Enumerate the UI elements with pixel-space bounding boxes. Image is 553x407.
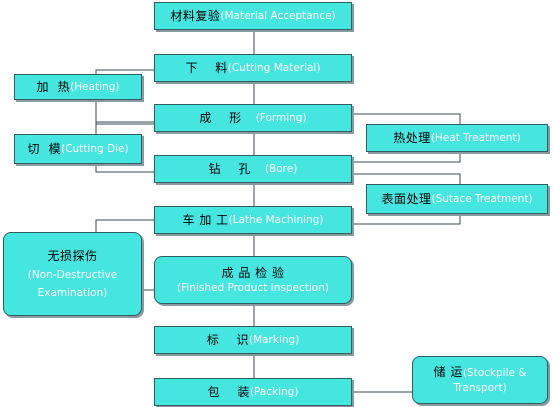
side-en-label: (Cutting Die) xyxy=(61,142,129,155)
step-cn-label: 钻 孔 xyxy=(208,161,251,176)
step-lathe: 车 加 工(Lathe Machining) xyxy=(154,206,352,234)
step-en-label: (Packing) xyxy=(249,385,299,398)
step-cutting: 下 料(Cutting Material) xyxy=(154,54,352,82)
side-cn-label: 无损探伤 xyxy=(47,248,98,263)
step-en-label: (Forming) xyxy=(255,111,307,124)
step-forming: 成 形 (Forming) xyxy=(154,104,352,132)
cutting-die-connector xyxy=(95,121,154,134)
side-cn-label: 加 热 xyxy=(36,79,71,94)
side-en-label: Examination) xyxy=(37,287,108,300)
step-drilling: 钻 孔 (Bore) xyxy=(154,155,352,183)
step-final-inspection: 成 品 检 验 (Finished Product Inspection) xyxy=(154,256,352,304)
side-en-label: (Non-Destructive xyxy=(27,268,118,281)
step-cn-label: 下 料 xyxy=(185,60,228,75)
step-cn-label: 成 品 检 验 xyxy=(221,265,285,280)
side-cn-label: 储 运 xyxy=(433,365,463,380)
heat-treatment-connector xyxy=(352,113,461,124)
step-en-label: (Material Acceptance) xyxy=(220,9,336,22)
side-cn-label: 切 模 xyxy=(27,141,62,156)
step-en-label: (Cutting Material) xyxy=(227,61,321,74)
side-en-label: (Stockpile & xyxy=(462,367,527,380)
surface-treatment-connector xyxy=(352,173,461,184)
heating-connector xyxy=(95,69,154,74)
step-cn-label: 包 装 xyxy=(207,384,250,399)
side-cutting-die: 切 模(Cutting Die) xyxy=(14,134,142,164)
side-en-label: (Heating) xyxy=(70,80,120,93)
step-en-label: (Finished Product Inspection) xyxy=(177,282,329,294)
side-en-label: Transport) xyxy=(453,382,507,395)
step-en-label: (Lathe Machining) xyxy=(228,213,324,226)
ndt-connector xyxy=(95,219,154,232)
step-material-inspection: 材料复验(Material Acceptance) xyxy=(154,2,352,30)
step-cn-label: 标 识 xyxy=(206,332,249,347)
side-surface-treatment: 表面处理(Sutace Treatment) xyxy=(366,184,548,214)
side-storage: 储 运(Stockpile & Transport) xyxy=(412,356,548,404)
side-en-label: (Sutace Treatment) xyxy=(431,192,533,205)
side-cn-label: 热处理 xyxy=(393,130,431,145)
side-storage-line1: 储 运(Stockpile & xyxy=(434,364,527,381)
side-en-label: (Heat Treatment) xyxy=(430,131,521,144)
step-marking: 标 识(Marking) xyxy=(154,326,352,354)
step-en-label: (Bore) xyxy=(264,162,298,175)
side-heat-treatment: 热处理(Heat Treatment) xyxy=(366,124,548,152)
side-heating: 加 热(Heating) xyxy=(14,74,142,100)
side-cn-label: 表面处理 xyxy=(381,191,432,206)
step-cn-label: 材料复验 xyxy=(170,8,221,23)
side-ndt: 无损探伤 (Non-Destructive Examination) xyxy=(3,232,142,316)
step-packing: 包 装(Packing) xyxy=(154,378,352,406)
step-cn-label: 成 形 xyxy=(199,110,242,125)
step-en-label: (Marking) xyxy=(248,333,300,346)
step-cn-label: 车 加 工 xyxy=(182,212,229,227)
